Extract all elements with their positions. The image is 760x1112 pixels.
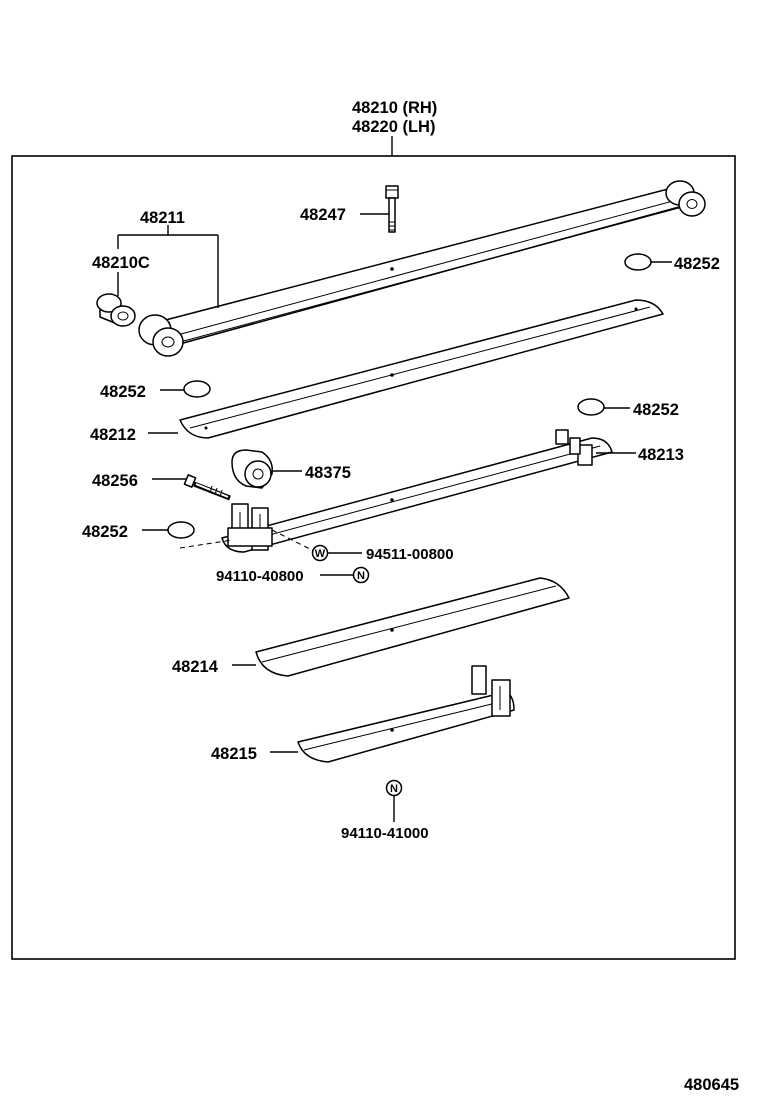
center-bolt-48247 [385,185,399,233]
main-leaf-48211 [138,180,706,357]
label-48212: 48212 [90,426,136,444]
leader-lines [117,213,672,822]
cap-48252-b [183,380,211,398]
figure-id: 480645 [684,1076,739,1094]
bushing-48375 [231,449,274,489]
bolt-48256 [183,474,231,501]
washer-symbol: W [311,544,329,562]
label-94511-00800: 94511-00800 [366,546,454,563]
label-94110-40800: 94110-40800 [216,568,304,585]
cap-48252-a [624,253,652,271]
label-48256: 48256 [92,472,138,490]
assembly-number-lh: 48220 (LH) [352,118,435,136]
label-48213: 48213 [638,446,684,464]
nut-letter-1: N [357,570,365,582]
label-48252-d: 48252 [82,523,128,541]
label-48252-b: 48252 [100,383,146,401]
cap-48252-c [577,398,605,416]
label-48252-a: 48252 [674,255,720,273]
leaf-48212 [179,299,664,439]
assembly-number-rh: 48210 (RH) [352,99,437,117]
label-48210c: 48210C [92,254,150,272]
label-94110-41000: 94110-41000 [341,825,429,842]
label-48247: 48247 [300,206,346,224]
nut-symbol-1: N [352,566,370,584]
washer-letter: W [315,548,326,560]
bushing-48210c [96,293,136,327]
label-48215: 48215 [211,745,257,763]
leaf-48215 [297,665,515,763]
assembly-frame [11,155,736,960]
label-48214: 48214 [172,658,219,676]
leaf-48214 [255,577,570,677]
label-48252-c: 48252 [633,401,679,419]
label-48375: 48375 [305,464,351,482]
label-48211: 48211 [140,209,185,227]
nut-letter-2: N [390,783,398,795]
cap-48252-d [167,521,195,539]
alignment-dash-2 [271,529,317,553]
leaf-48213 [221,429,613,553]
nut-symbol-2: N [385,779,403,797]
